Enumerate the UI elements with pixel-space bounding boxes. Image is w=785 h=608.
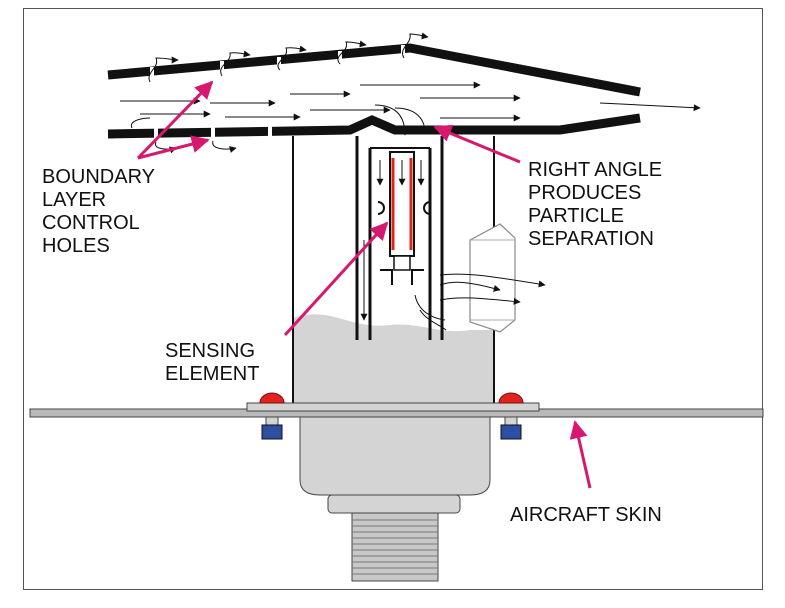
- mounting-flange: [246, 402, 540, 412]
- upper-duct-plate: [107, 43, 641, 97]
- right-angle-label: RIGHT ANGLE PRODUCES PARTICLE SEPARATION: [528, 159, 668, 250]
- connector-neck: [327, 494, 461, 514]
- sensing-element-line-2: ELEMENT: [165, 363, 259, 385]
- sensing-element-base: [393, 255, 411, 271]
- right-angle-line-1: RIGHT ANGLE: [528, 159, 662, 181]
- sensor-port-right: [423, 201, 431, 215]
- right-angle-line-3: PARTICLE: [528, 205, 624, 227]
- sensor-port-left: [377, 201, 385, 215]
- boundary-layer-line-4: HOLES: [42, 235, 110, 257]
- sensing-element-mount-left: [380, 269, 393, 285]
- sensing-element-line-1: SENSING: [165, 340, 255, 362]
- left-fastener: [259, 392, 285, 440]
- sensor-flow-arrows: [360, 104, 546, 331]
- right-angle-line-2: PRODUCES: [528, 182, 641, 204]
- housing-lower-fill: [293, 314, 494, 408]
- lower-housing: [299, 416, 491, 496]
- sensing-element-mount-right: [411, 269, 424, 285]
- label-pointers: [136, 80, 592, 489]
- duct-airflow-arrows: [120, 81, 701, 122]
- lower-duct-plate: [107, 113, 641, 139]
- aircraft-skin-label: AIRCRAFT SKIN: [510, 504, 662, 526]
- boundary-layer-line-3: CONTROL: [42, 212, 140, 234]
- boundary-layer-line-1: BOUNDARY: [42, 166, 155, 188]
- boundary-layer-label: BOUNDARY LAYER CONTROL HOLES: [42, 166, 160, 257]
- sensing-element-label: SENSING ELEMENT: [165, 340, 261, 385]
- boundary-layer-line-2: LAYER: [42, 189, 106, 211]
- connector-threads: [352, 519, 438, 575]
- threaded-connector: [351, 512, 439, 582]
- right-fastener: [498, 392, 524, 440]
- diagram-frame: [23, 8, 763, 590]
- right-angle-line-4: SEPARATION: [528, 228, 654, 250]
